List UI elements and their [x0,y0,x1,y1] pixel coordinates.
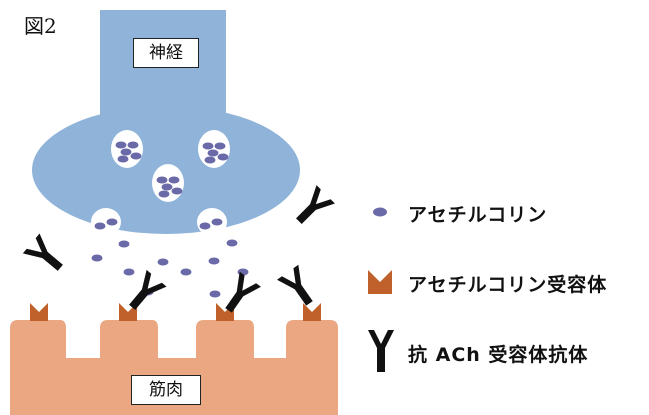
ach-receptors [30,303,321,321]
legend-receptor-label: アセチルコリン受容体 [408,274,608,296]
acetylcholine-molecule [199,222,211,230]
acetylcholine-molecule [157,258,169,266]
acetylcholine-molecule [217,153,229,161]
antibody [296,185,335,224]
acetylcholine-molecule [211,218,223,226]
nerve-label: 神経 [133,38,199,68]
acetylcholine-molecule [207,149,219,157]
antibodies [22,185,335,313]
acetylcholine-molecule [209,290,221,298]
acetylcholine-molecule [115,141,127,149]
ach-receptor [303,303,321,321]
acetylcholine-molecule [204,156,216,164]
acetylcholine-molecule [123,268,135,276]
acetylcholine-molecule [120,148,132,156]
acetylcholine-molecule [161,183,173,191]
acetylcholine-molecule [202,142,214,150]
acetylcholine-molecule [106,218,118,226]
acetylcholine-molecule [156,176,168,184]
legend-antibody-label: 抗 ACh 受容体抗体 [408,344,589,366]
antibody [225,271,261,313]
acetylcholine-molecule [130,152,142,160]
acetylcholine-molecule [91,254,103,262]
acetylcholine-molecule [180,268,192,276]
muscle-body [10,320,338,415]
acetylcholine-molecule [168,176,180,184]
acetylcholine-dot-icon [373,207,387,217]
legend-icons [368,207,394,372]
acetylcholine-molecule [226,239,238,247]
ach-receptor [30,303,48,321]
ach-receptor-icon [368,270,392,294]
muscle [10,320,338,415]
acetylcholine-molecule [118,240,130,248]
acetylcholine-molecule [214,142,226,150]
acetylcholine-molecule [158,190,170,198]
antibody [129,269,167,310]
antibody [277,264,313,306]
acetylcholine-molecule [94,222,106,230]
muscle-label: 筋肉 [131,375,201,405]
antibody-icon [368,330,394,372]
antibody [22,233,63,271]
figure-label: 図2 [24,14,57,38]
acetylcholine-molecule [117,155,129,163]
acetylcholine-molecule [208,257,220,265]
legend-acetylcholine-label: アセチルコリン [408,204,548,226]
acetylcholine-molecule [127,141,139,149]
acetylcholine-molecule [171,187,183,195]
